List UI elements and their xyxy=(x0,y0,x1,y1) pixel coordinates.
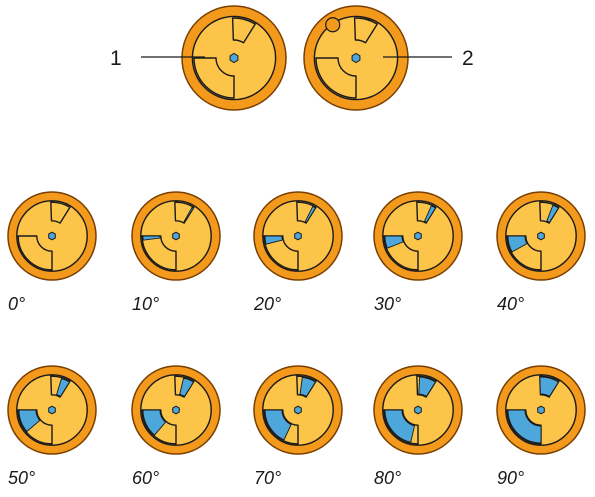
open-area-upper xyxy=(546,204,560,223)
hub-hex-icon xyxy=(414,405,422,415)
port-window-lower xyxy=(17,235,53,271)
hub-hex-icon xyxy=(537,405,545,415)
hub-hex-icon xyxy=(414,231,422,241)
rotation-step-0: 0° xyxy=(7,191,97,314)
hub-hex-icon xyxy=(172,405,180,415)
rotation-sequence: 0° 10° 20° 30° 40° 50° 60° 70° 80° 90° xyxy=(7,191,586,488)
port-window-upper xyxy=(296,201,317,224)
open-area-lower xyxy=(18,409,41,433)
angle-label: 70° xyxy=(254,468,281,488)
angle-label: 30° xyxy=(374,294,401,314)
rotation-step-50: 50° xyxy=(7,365,97,488)
port-window-lower xyxy=(141,235,177,271)
port-window-upper xyxy=(353,17,378,44)
rotation-step-90: 90° xyxy=(496,365,586,488)
open-area-lower xyxy=(142,409,167,436)
rotation-step-10: 10° xyxy=(131,191,221,314)
angle-label: 20° xyxy=(253,294,281,314)
open-area-upper xyxy=(179,377,195,397)
open-area-lower xyxy=(384,235,404,249)
angle-label: 50° xyxy=(8,468,35,488)
hub-hex-icon xyxy=(537,231,545,241)
open-area-upper xyxy=(304,205,317,223)
open-area-upper xyxy=(539,376,560,397)
hub-hex-icon xyxy=(48,231,56,241)
rotation-step-20: 20° xyxy=(253,191,343,314)
hub-hex-icon xyxy=(229,52,239,64)
hub-hex-icon xyxy=(172,231,180,241)
open-area-lower xyxy=(507,409,542,444)
open-area-lower xyxy=(142,235,161,241)
angle-label: 0° xyxy=(8,294,25,314)
port-window-lower xyxy=(263,235,299,271)
open-area-lower xyxy=(264,235,283,245)
hub-hex-icon xyxy=(294,405,302,415)
reference-disc-1 xyxy=(181,5,287,111)
open-area-lower xyxy=(264,409,292,441)
open-area-lower xyxy=(384,409,416,443)
angle-label: 10° xyxy=(132,294,159,314)
rotation-step-80: 80° xyxy=(373,365,463,488)
hub-hex-icon xyxy=(48,405,56,415)
rotation-step-70: 70° xyxy=(253,365,343,488)
reference-label-1: 1 xyxy=(110,47,122,70)
port-window-upper xyxy=(50,201,71,224)
angle-label: 80° xyxy=(374,468,401,488)
hub-hex-icon xyxy=(351,52,361,64)
reference-disc-2 xyxy=(303,5,409,111)
angle-label: 40° xyxy=(497,294,524,314)
open-area-upper xyxy=(56,377,71,397)
port-window-upper xyxy=(231,17,256,44)
port-window-upper xyxy=(174,201,195,224)
disc-notch xyxy=(325,17,341,33)
rotation-step-60: 60° xyxy=(131,365,221,488)
open-area-lower xyxy=(507,235,528,253)
open-area-upper xyxy=(183,206,195,223)
rotation-step-40: 40° xyxy=(496,191,586,314)
angle-label: 60° xyxy=(132,468,159,488)
reference-label-2: 2 xyxy=(462,47,474,70)
open-area-upper xyxy=(299,376,317,397)
port-window-lower xyxy=(193,57,235,99)
hub-hex-icon xyxy=(294,231,302,241)
port-window-lower xyxy=(315,57,357,99)
open-area-upper xyxy=(423,205,437,223)
rotation-step-30: 30° xyxy=(373,191,463,314)
open-area-upper xyxy=(418,376,437,397)
angle-label: 90° xyxy=(497,468,524,488)
